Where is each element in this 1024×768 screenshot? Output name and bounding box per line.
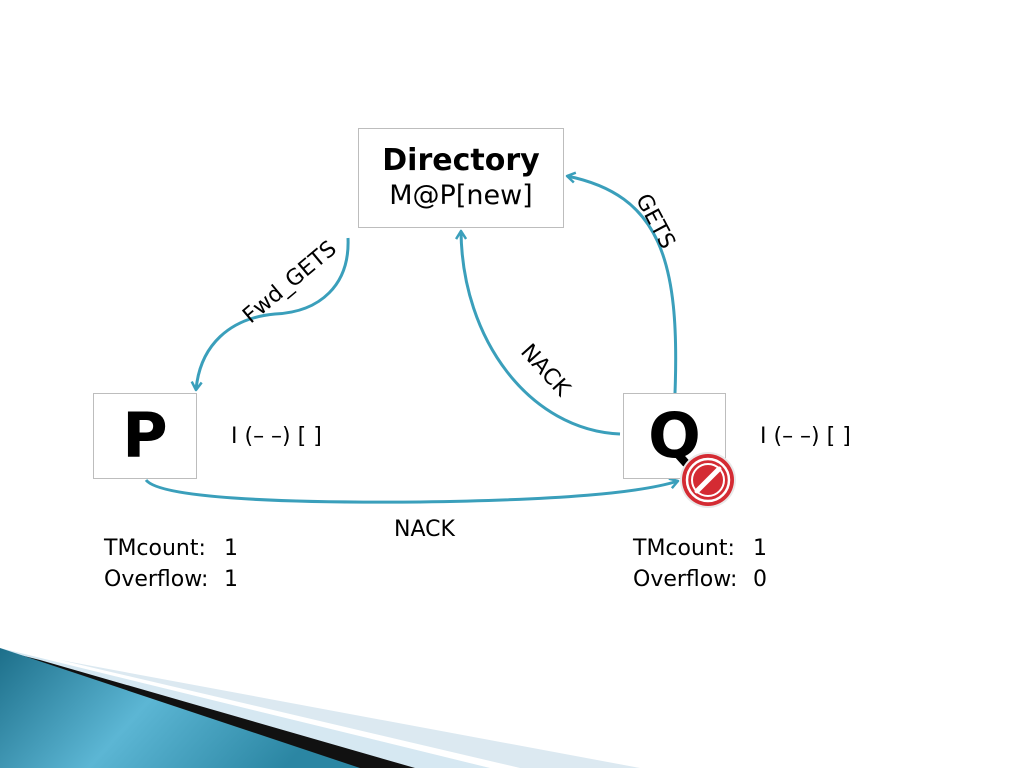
stat-label: TMcount: xyxy=(104,536,206,561)
stat-label: TMcount: xyxy=(633,536,735,561)
node-q-stats: TMcount: 1 Overflow: 0 xyxy=(633,533,767,595)
stat-row: Overflow: 1 xyxy=(104,564,238,595)
node-p-stats: TMcount: 1 Overflow: 1 xyxy=(104,533,238,595)
stat-label: Overflow: xyxy=(633,567,738,592)
stat-value: 0 xyxy=(753,567,767,592)
directory-box: Directory M@P[new] xyxy=(358,128,564,228)
node-p-label: P xyxy=(122,399,168,472)
node-p-state: I (– –) [ ] xyxy=(231,424,322,449)
node-p-box: P xyxy=(93,393,197,479)
gets-arrow xyxy=(567,176,678,394)
node-q-label: Q xyxy=(648,399,701,472)
ribbon-blue-stripe xyxy=(0,648,360,768)
stat-row: TMcount: 1 xyxy=(104,533,238,564)
nack-p-to-q-label: NACK xyxy=(394,517,455,542)
stat-value: 1 xyxy=(224,567,238,592)
nack-p-to-q-arrow xyxy=(144,480,678,504)
directory-state: M@P[new] xyxy=(389,180,533,211)
stat-row: TMcount: 1 xyxy=(633,533,767,564)
fwd-gets-arrow xyxy=(196,237,350,390)
ribbon-pale-wedge xyxy=(60,660,640,768)
stat-row: Overflow: 0 xyxy=(633,564,767,595)
nack-to-directory-arrow xyxy=(461,231,621,436)
stat-value: 1 xyxy=(224,536,238,561)
stat-value: 1 xyxy=(753,536,767,561)
stat-label: Overflow: xyxy=(104,567,209,592)
node-q-state: I (– –) [ ] xyxy=(760,424,851,449)
no-entry-badge-icon xyxy=(680,452,736,508)
directory-title: Directory xyxy=(382,143,540,178)
